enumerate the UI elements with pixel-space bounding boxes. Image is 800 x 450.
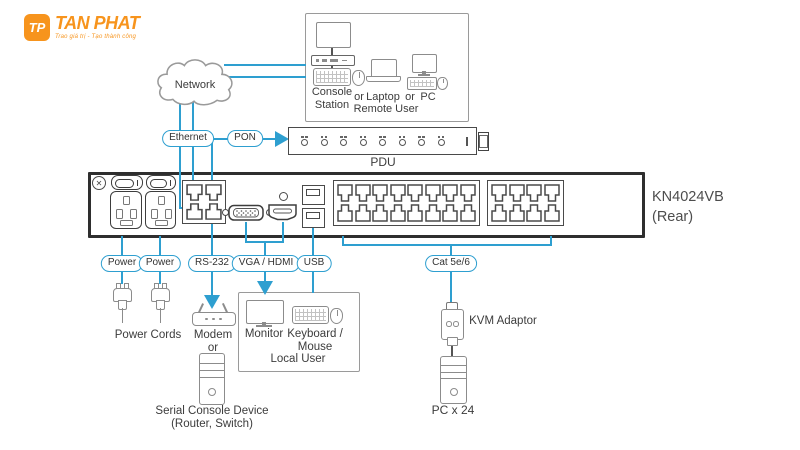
brand-logo-icon: TP bbox=[24, 14, 50, 41]
arrowhead-to-monitor bbox=[257, 281, 273, 295]
pdu-inlet bbox=[478, 131, 489, 151]
console-station-device-icon bbox=[311, 55, 355, 66]
serial-console-device-label: Serial Console Device bbox=[155, 405, 269, 417]
connector-line bbox=[260, 138, 276, 140]
connector-line bbox=[264, 241, 266, 259]
or-label: or bbox=[207, 342, 219, 354]
connector-line bbox=[450, 244, 452, 306]
keyboard-mouse-label: Keyboard / Mouse bbox=[287, 328, 343, 354]
hdmi-port bbox=[268, 204, 297, 221]
cat5e6-tag: Cat 5e/6 bbox=[425, 255, 477, 272]
pc-mouse-icon bbox=[437, 77, 448, 90]
connector-line bbox=[211, 138, 233, 140]
modem-icon bbox=[192, 312, 236, 326]
network-cloud: Network bbox=[157, 59, 233, 106]
local-mouse-icon bbox=[330, 308, 343, 324]
pc-monitor-stand bbox=[422, 71, 426, 74]
pdu-label: PDU bbox=[370, 155, 396, 169]
pc-tower-icon bbox=[440, 356, 467, 404]
rs232-tag: RS-232 bbox=[188, 255, 236, 272]
pc-monitor-base bbox=[418, 74, 430, 76]
connector-line bbox=[550, 236, 552, 246]
usb-tag: USB bbox=[296, 255, 332, 272]
console-station-label: Console Station bbox=[311, 86, 353, 111]
kvm-adaptor-plug-bottom bbox=[447, 337, 458, 346]
local-monitor-icon bbox=[246, 300, 284, 324]
pc-label: PC bbox=[420, 91, 436, 103]
device-model-label: KN4024VB (Rear) bbox=[652, 189, 724, 225]
monitor-label: Monitor bbox=[244, 328, 284, 340]
usb-ports bbox=[302, 185, 325, 228]
power-inlet-1 bbox=[110, 191, 142, 229]
local-user-caption: Local User bbox=[270, 353, 326, 365]
serial-console-examples-label: (Router, Switch) bbox=[171, 418, 253, 430]
power-tag-2: Power bbox=[138, 255, 182, 272]
connector-line bbox=[179, 96, 181, 209]
power-switch-1 bbox=[111, 175, 143, 190]
or-label: or bbox=[354, 91, 364, 103]
serial-console-device-icon bbox=[199, 353, 225, 405]
pc-keyboard-icon bbox=[407, 77, 437, 90]
brand-title: TAN PHAT bbox=[55, 13, 140, 33]
connector-line bbox=[245, 222, 247, 242]
console-keyboard-icon bbox=[313, 68, 351, 86]
brand-logo: TP TAN PHAT Trao giá trị - Tạo thành côn… bbox=[24, 13, 140, 41]
local-monitor-base bbox=[256, 325, 272, 327]
local-monitor-stand bbox=[262, 322, 266, 325]
connector-line bbox=[226, 76, 306, 78]
kvm-adaptor-label: KVM Adaptor bbox=[469, 315, 537, 327]
or-label: or bbox=[405, 91, 415, 103]
pdu-outlet-leds bbox=[289, 135, 445, 147]
kvm-port-block-1 bbox=[333, 180, 480, 226]
kvm-port-block-2 bbox=[487, 180, 564, 226]
pdu-device bbox=[288, 127, 489, 155]
vga-port bbox=[228, 204, 264, 221]
pdu-button bbox=[466, 136, 468, 146]
power-cords-label: Power Cords bbox=[114, 329, 182, 341]
network-label: Network bbox=[175, 79, 216, 91]
brand-tagline: Trao giá trị - Tạo thành công bbox=[55, 33, 137, 40]
console-monitor-icon bbox=[316, 22, 351, 48]
connector-line bbox=[224, 64, 306, 66]
arrowhead-to-pdu bbox=[275, 131, 289, 147]
remote-user-caption: Remote User bbox=[353, 103, 419, 115]
pon-tag: PON bbox=[227, 130, 263, 147]
power-cord-1 bbox=[121, 308, 123, 323]
connector-line bbox=[342, 236, 344, 246]
ground-screw-icon: ✕ bbox=[92, 176, 106, 190]
console-mouse-icon bbox=[352, 70, 365, 86]
adaptor-pc-cable bbox=[451, 344, 453, 357]
power-switch-2 bbox=[146, 175, 176, 190]
lan-pon-ports bbox=[182, 180, 226, 224]
vga-hdmi-tag: VGA / HDMI bbox=[231, 255, 301, 272]
local-keyboard-icon bbox=[292, 306, 329, 324]
connector-line bbox=[342, 244, 552, 246]
laptop-base-icon bbox=[366, 76, 401, 82]
modem-label: Modem bbox=[193, 329, 233, 341]
power-inlet-2 bbox=[145, 191, 176, 229]
pc-count-label: PC x 24 bbox=[431, 403, 475, 417]
power-tag-1: Power bbox=[100, 255, 144, 272]
arrowhead-to-modem bbox=[204, 295, 220, 309]
laptop-label: Laptop bbox=[366, 91, 400, 103]
hdmi-screw bbox=[279, 192, 288, 201]
connector-line bbox=[282, 222, 284, 242]
kvm-adaptor-icon bbox=[441, 309, 464, 340]
connector-line bbox=[211, 138, 213, 184]
power-cord-2 bbox=[159, 308, 161, 323]
connector-line bbox=[264, 270, 266, 282]
ethernet-tag: Ethernet bbox=[162, 130, 214, 147]
